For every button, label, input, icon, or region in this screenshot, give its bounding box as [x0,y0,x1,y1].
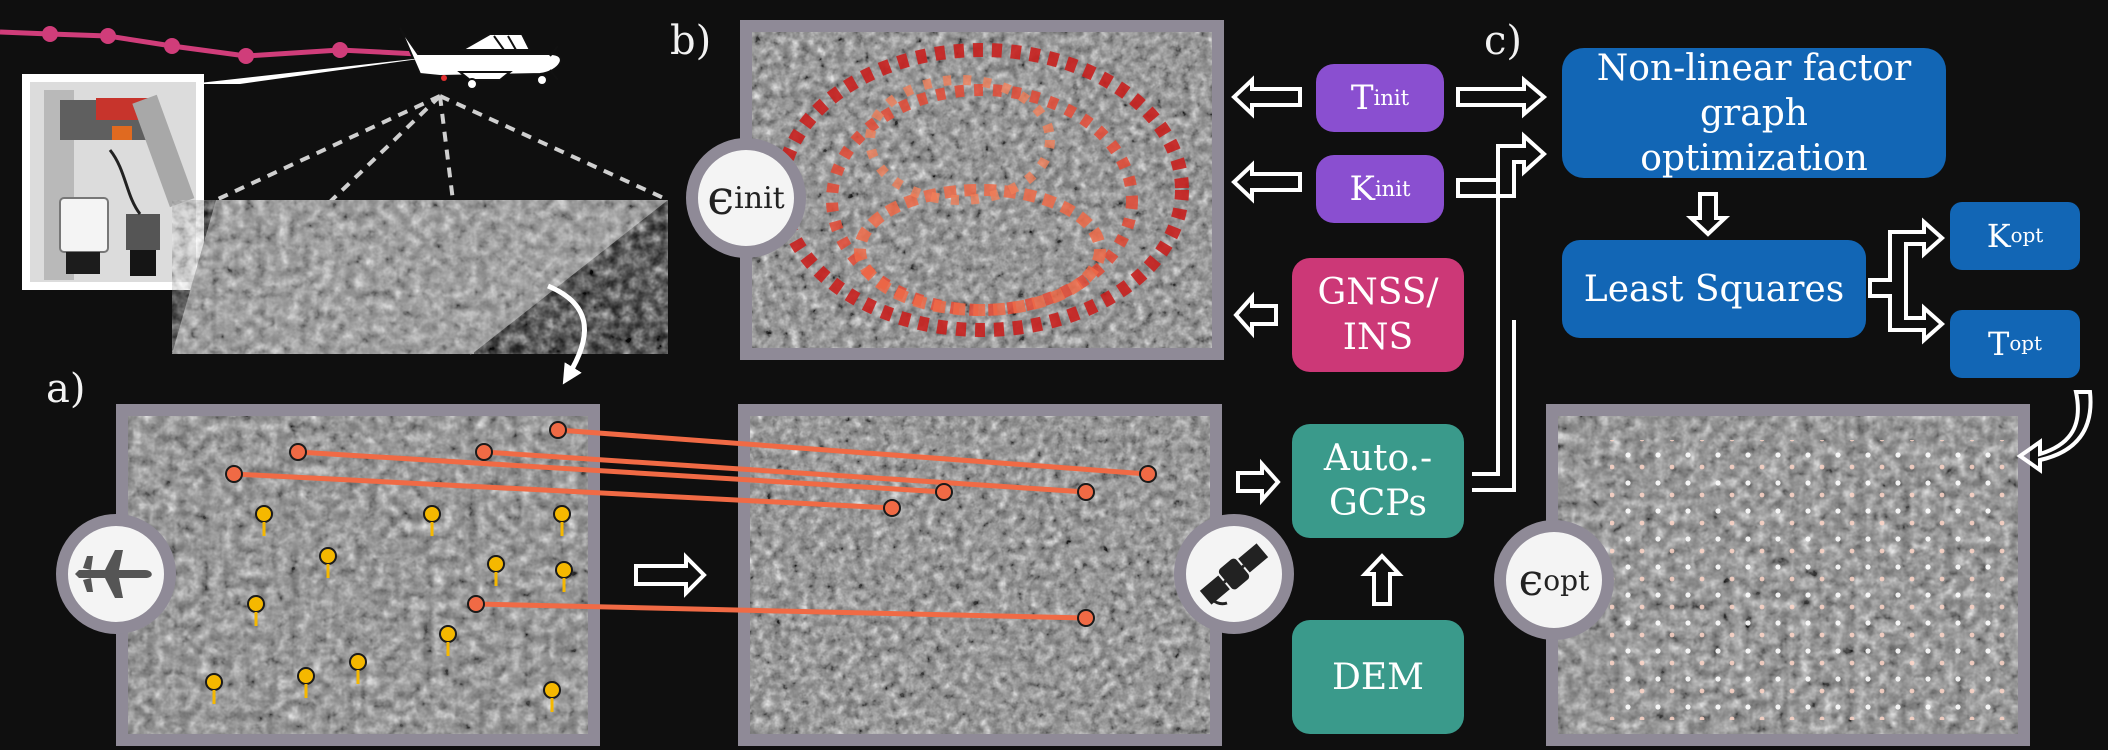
auto-gcps-line2: GCPs [1328,483,1428,524]
arrow-t-init-to-image [1231,75,1302,119]
error-opt-symbol: ϵ [1518,554,1544,606]
panel-label-a: a) [46,366,86,412]
arrow-dem-to-gcps [1360,553,1404,606]
arrow-lsq-fork [1868,217,1946,345]
feature-matches [225,421,1157,627]
t-opt-main: T [1988,325,2010,363]
aircraft-badge [56,514,176,634]
arrow-to-optimized-image [2016,390,2093,474]
arrow-satellite-to-gcps [1236,458,1281,506]
satellite-badge [1174,514,1294,634]
error-init-symbol: ϵ [707,170,735,226]
k-opt-sub: opt [2010,223,2044,247]
dem-label: DEM [1331,656,1424,698]
gcp-pins [205,505,573,712]
error-opt-sub: opt [1543,563,1590,597]
auto-gcps-line1: Auto.- [1323,438,1433,479]
gcp-pin [297,667,315,698]
flight-track [0,26,419,64]
factor-graph-line2: optimization [1640,137,1868,179]
factor-graph-optimization-box: Non-linear factor graph optimization [1562,47,1946,179]
k-opt-main: K [1986,217,2011,255]
factor-graph-line1: Non-linear factor graph [1596,47,1912,134]
least-squares-label: Least Squares [1583,268,1845,310]
gnss-line1: GNSS/ [1317,272,1439,313]
k-init-sub: init [1374,175,1411,201]
auto-gcps-box: Auto.- GCPs [1292,424,1464,538]
least-squares-box: Least Squares [1562,240,1866,338]
panel-label-b: b) [670,18,712,64]
gcp-pin [205,673,223,704]
gcp-pin [487,555,505,586]
k-init-main: K [1349,168,1375,209]
arrow-optimizer-to-lsq [1685,192,1731,237]
satellite-icon [1199,543,1269,606]
aircraft-icon [399,27,562,90]
dem-box: DEM [1292,620,1464,734]
flow-arrows [634,75,2093,606]
gcp-pin [255,505,273,536]
gcp-pin [553,505,571,536]
arrow-t-init-to-optimizer [1456,75,1548,119]
gcp-pin [555,561,573,592]
gcp-pin [543,681,561,712]
arrow-k-init-bracket [1456,131,1547,198]
gcp-pin [439,625,457,656]
arrow-k-init-to-image [1231,160,1302,204]
optimized-residual-image-panel [1546,404,2030,746]
gcp-pin [423,505,441,536]
arrow-gcps-riser [1472,162,1516,492]
camera-rig-photo [22,56,440,290]
airplane-icon [75,550,152,598]
gcp-pin [319,547,337,578]
gcp-pin [247,595,265,626]
t-opt-sub: opt [2009,331,2042,355]
gnss-ins-box: GNSS/ INS [1292,258,1464,372]
gcp-pin [349,653,367,684]
arrow-aircraft-to-satellite [634,552,707,598]
camera-frustum [170,94,669,385]
satellite-image-panel [738,404,1222,746]
gnss-line2: INS [1342,317,1414,358]
t-init-main: T [1350,77,1374,118]
t-init-sub: init [1373,84,1410,110]
error-init-sub: init [734,180,785,216]
panel-label-c: c) [1484,18,1523,64]
arrow-gnss-to-image [1233,291,1278,339]
initial-residual-image-panel [740,20,1224,360]
